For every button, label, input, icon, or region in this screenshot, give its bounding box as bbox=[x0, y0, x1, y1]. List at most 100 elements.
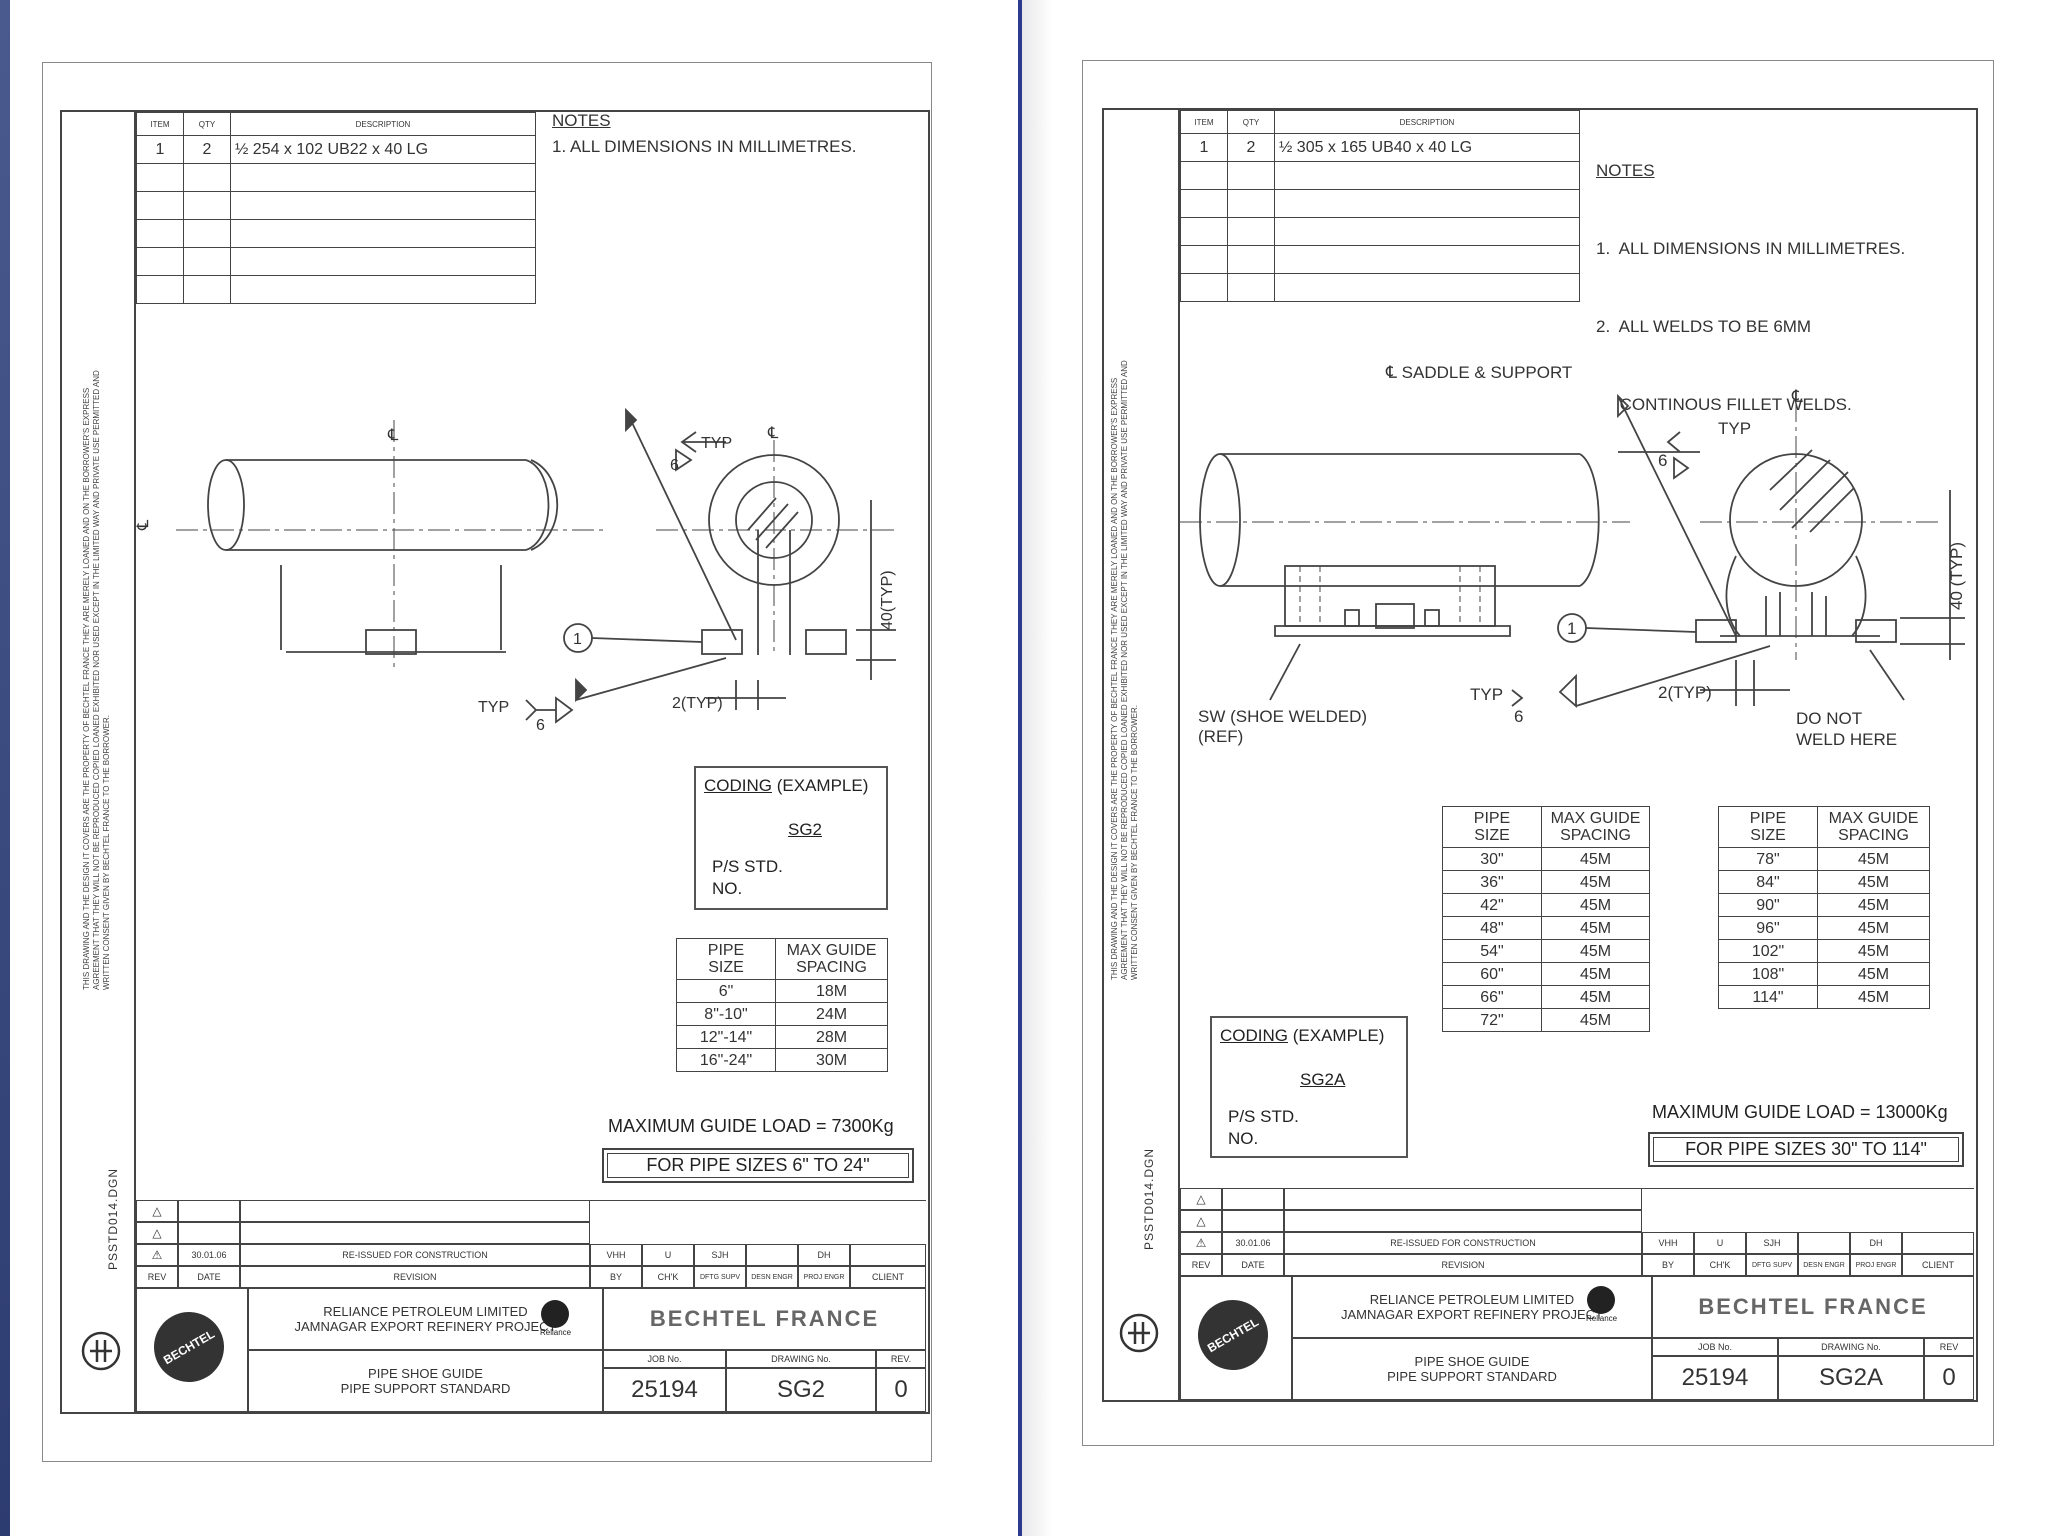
bom-header-qty: QTY bbox=[1227, 110, 1275, 134]
rev-sjh: SJH bbox=[694, 1244, 746, 1266]
spacing-cell: 42" bbox=[1442, 893, 1542, 917]
spacing-cell: 8"-10" bbox=[676, 1002, 776, 1026]
coding-example: (EXAMPLE) bbox=[776, 776, 869, 795]
bom-header-item: ITEM bbox=[136, 112, 184, 136]
by-label: BY bbox=[1642, 1254, 1694, 1276]
saddle-label: ℄ SADDLE & SUPPORT bbox=[1385, 363, 1572, 382]
job-label: JOB No. bbox=[1652, 1338, 1778, 1356]
note-item: 1. ALL DIMENSIONS IN MILLIMETRES. bbox=[552, 137, 857, 156]
revision-number: 0 bbox=[876, 1368, 926, 1412]
right-max-load: MAXIMUM GUIDE LOAD = 13000Kg bbox=[1652, 1102, 1948, 1122]
dim-horizontal: 2(TYP) bbox=[672, 695, 723, 712]
chk-label: CH'K bbox=[1694, 1254, 1746, 1276]
coding-code: SG2A bbox=[1300, 1070, 1346, 1089]
left-copyright-text: THIS DRAWING AND THE DESIGN IT COVERS AR… bbox=[82, 370, 111, 990]
spacing-cell: 45M bbox=[1541, 893, 1650, 917]
spacing-cell: 108" bbox=[1718, 962, 1818, 986]
rev-label: REV bbox=[136, 1266, 178, 1288]
typ-label-lower: TYP bbox=[1470, 685, 1503, 704]
right-coding-box: CODING (EXAMPLE) SG2A P/S STD. NO. bbox=[1210, 1016, 1408, 1158]
saddle-label-text: SADDLE & SUPPORT bbox=[1402, 363, 1573, 382]
supv-label: DFTG SUPV bbox=[1746, 1254, 1798, 1276]
right-margin-shade bbox=[1022, 0, 1052, 1536]
left-drawing-frame bbox=[60, 110, 930, 1414]
spacing-cell: 36" bbox=[1442, 870, 1542, 894]
weld-size-lower: 6 bbox=[536, 717, 545, 734]
spacing-cell: 28M bbox=[775, 1025, 888, 1049]
left-pipe-shoe-drawing: ℄ ℄ ℄ TYP 6 TYP 6 1 40(TYP) 2(TYP) bbox=[136, 407, 896, 734]
right-file-name: PSSTD014.DGN bbox=[1142, 1147, 1156, 1250]
note-item: CONTINOUS FILLET WELDS. bbox=[1596, 395, 1852, 414]
rev-date: 30.01.06 bbox=[178, 1244, 240, 1266]
right-pipe-sizes-box: FOR PIPE SIZES 30" TO 114" bbox=[1648, 1132, 1964, 1167]
sw-ref: (REF) bbox=[1198, 727, 1243, 746]
spacing-cell: 45M bbox=[1541, 847, 1650, 871]
client-label: CLIENT bbox=[1902, 1254, 1974, 1276]
coding-label: CODING bbox=[1220, 1026, 1288, 1045]
rev-text: RE-ISSUED FOR CONSTRUCTION bbox=[1284, 1232, 1642, 1254]
spacing-header-spacing: MAX GUIDE SPACING bbox=[1541, 806, 1650, 848]
reliance-text: Reliance bbox=[1586, 1314, 1618, 1323]
spacing-cell: 84" bbox=[1718, 870, 1818, 894]
right-copyright-text: THIS DRAWING AND THE DESIGN IT COVERS AR… bbox=[1110, 360, 1139, 980]
spacing-header-size: PIPE SIZE bbox=[1442, 806, 1542, 848]
coding-example: (EXAMPLE) bbox=[1292, 1026, 1385, 1045]
date-label: DATE bbox=[178, 1266, 240, 1288]
client-name: RELIANCE PETROLEUM LIMITED JAMNAGAR EXPO… bbox=[1292, 1276, 1652, 1338]
typ-label-lower: TYP bbox=[478, 699, 509, 716]
proj-label: PROJ ENGR bbox=[1850, 1254, 1902, 1276]
weld-size-upper: 6 bbox=[1658, 451, 1667, 470]
spacing-cell: 102" bbox=[1718, 939, 1818, 963]
right-title-block: △ △ ⚠ 30.01.06 RE-ISSUED FOR CONSTRUCTIO… bbox=[1180, 1188, 1974, 1400]
bom-cell-description: ½ 254 x 102 UB22 x 40 LG bbox=[230, 135, 536, 164]
spacing-cell: 72" bbox=[1442, 1008, 1542, 1032]
job-label: JOB No. bbox=[603, 1350, 726, 1368]
right-ad-logo bbox=[1119, 1313, 1159, 1353]
left-pipe-sizes-box: FOR PIPE SIZES 6" TO 24" bbox=[602, 1148, 914, 1183]
coding-desc: P/S STD. NO. bbox=[1228, 1107, 1299, 1148]
spacing-cell: 45M bbox=[1541, 916, 1650, 940]
left-reliance-logo: Reliance bbox=[540, 1300, 572, 1337]
right-bom-table: ITEM QTY DESCRIPTION 1 2 ½ 305 x 165 UB4… bbox=[1180, 110, 1580, 302]
reliance-text: Reliance bbox=[540, 1328, 572, 1337]
note-item: 1. ALL DIMENSIONS IN MILLIMETRES. bbox=[1596, 239, 1906, 258]
spacing-cell: 30M bbox=[775, 1048, 888, 1072]
bom-cell-item: 1 bbox=[1180, 133, 1228, 162]
item-marker: 1 bbox=[1567, 619, 1576, 638]
rev-dh: DH bbox=[1850, 1232, 1902, 1254]
proj-label: PROJ ENGR bbox=[798, 1266, 850, 1288]
by-label: BY bbox=[590, 1266, 642, 1288]
drawing-no-label: DRAWING No. bbox=[1778, 1338, 1924, 1356]
note-item: 2. ALL WELDS TO BE 6MM bbox=[1596, 317, 1812, 336]
dim-vertical: 40(TYP) bbox=[879, 570, 896, 630]
spacing-cell: 6" bbox=[676, 979, 776, 1003]
spacing-cell: 45M bbox=[1817, 893, 1930, 917]
rev-triangle-2: △ bbox=[136, 1222, 178, 1244]
spacing-cell: 12"-14" bbox=[676, 1025, 776, 1049]
spacing-cell: 24M bbox=[775, 1002, 888, 1026]
bom-header-description: DESCRIPTION bbox=[1274, 110, 1580, 134]
rev-triangle-3: ⚠ bbox=[1180, 1232, 1222, 1254]
left-bom-table: ITEM QTY DESCRIPTION 1 2 ½ 254 x 102 UB2… bbox=[136, 112, 536, 304]
page-divider bbox=[1018, 0, 1022, 1536]
spacing-cell: 45M bbox=[1817, 916, 1930, 940]
bom-cell-description: ½ 305 x 165 UB40 x 40 LG bbox=[1274, 133, 1580, 162]
rev-chk: U bbox=[642, 1244, 694, 1266]
left-margin-line bbox=[134, 110, 136, 1412]
engr-label: DESN ENGR bbox=[1798, 1254, 1850, 1276]
spacing-cell: 45M bbox=[1541, 962, 1650, 986]
revision-label: REVISION bbox=[1284, 1254, 1642, 1276]
left-max-load: MAXIMUM GUIDE LOAD = 7300Kg bbox=[608, 1116, 894, 1136]
bom-cell-qty: 2 bbox=[1227, 133, 1275, 162]
rev-triangle-3: ⚠ bbox=[136, 1244, 178, 1266]
rev-by: VHH bbox=[590, 1244, 642, 1266]
spacing-cell: 45M bbox=[1541, 870, 1650, 894]
spacing-cell: 90" bbox=[1718, 893, 1818, 917]
left-ad-logo bbox=[81, 1331, 121, 1371]
right-reliance-logo: Reliance bbox=[1586, 1286, 1618, 1323]
coding-desc: P/S STD. NO. bbox=[712, 857, 783, 898]
date-label: DATE bbox=[1222, 1254, 1284, 1276]
bom-cell-qty: 2 bbox=[183, 135, 231, 164]
left-title-block: △ △ ⚠ 30.01.06 RE-ISSUED FOR CONSTRUCTIO… bbox=[136, 1200, 926, 1412]
